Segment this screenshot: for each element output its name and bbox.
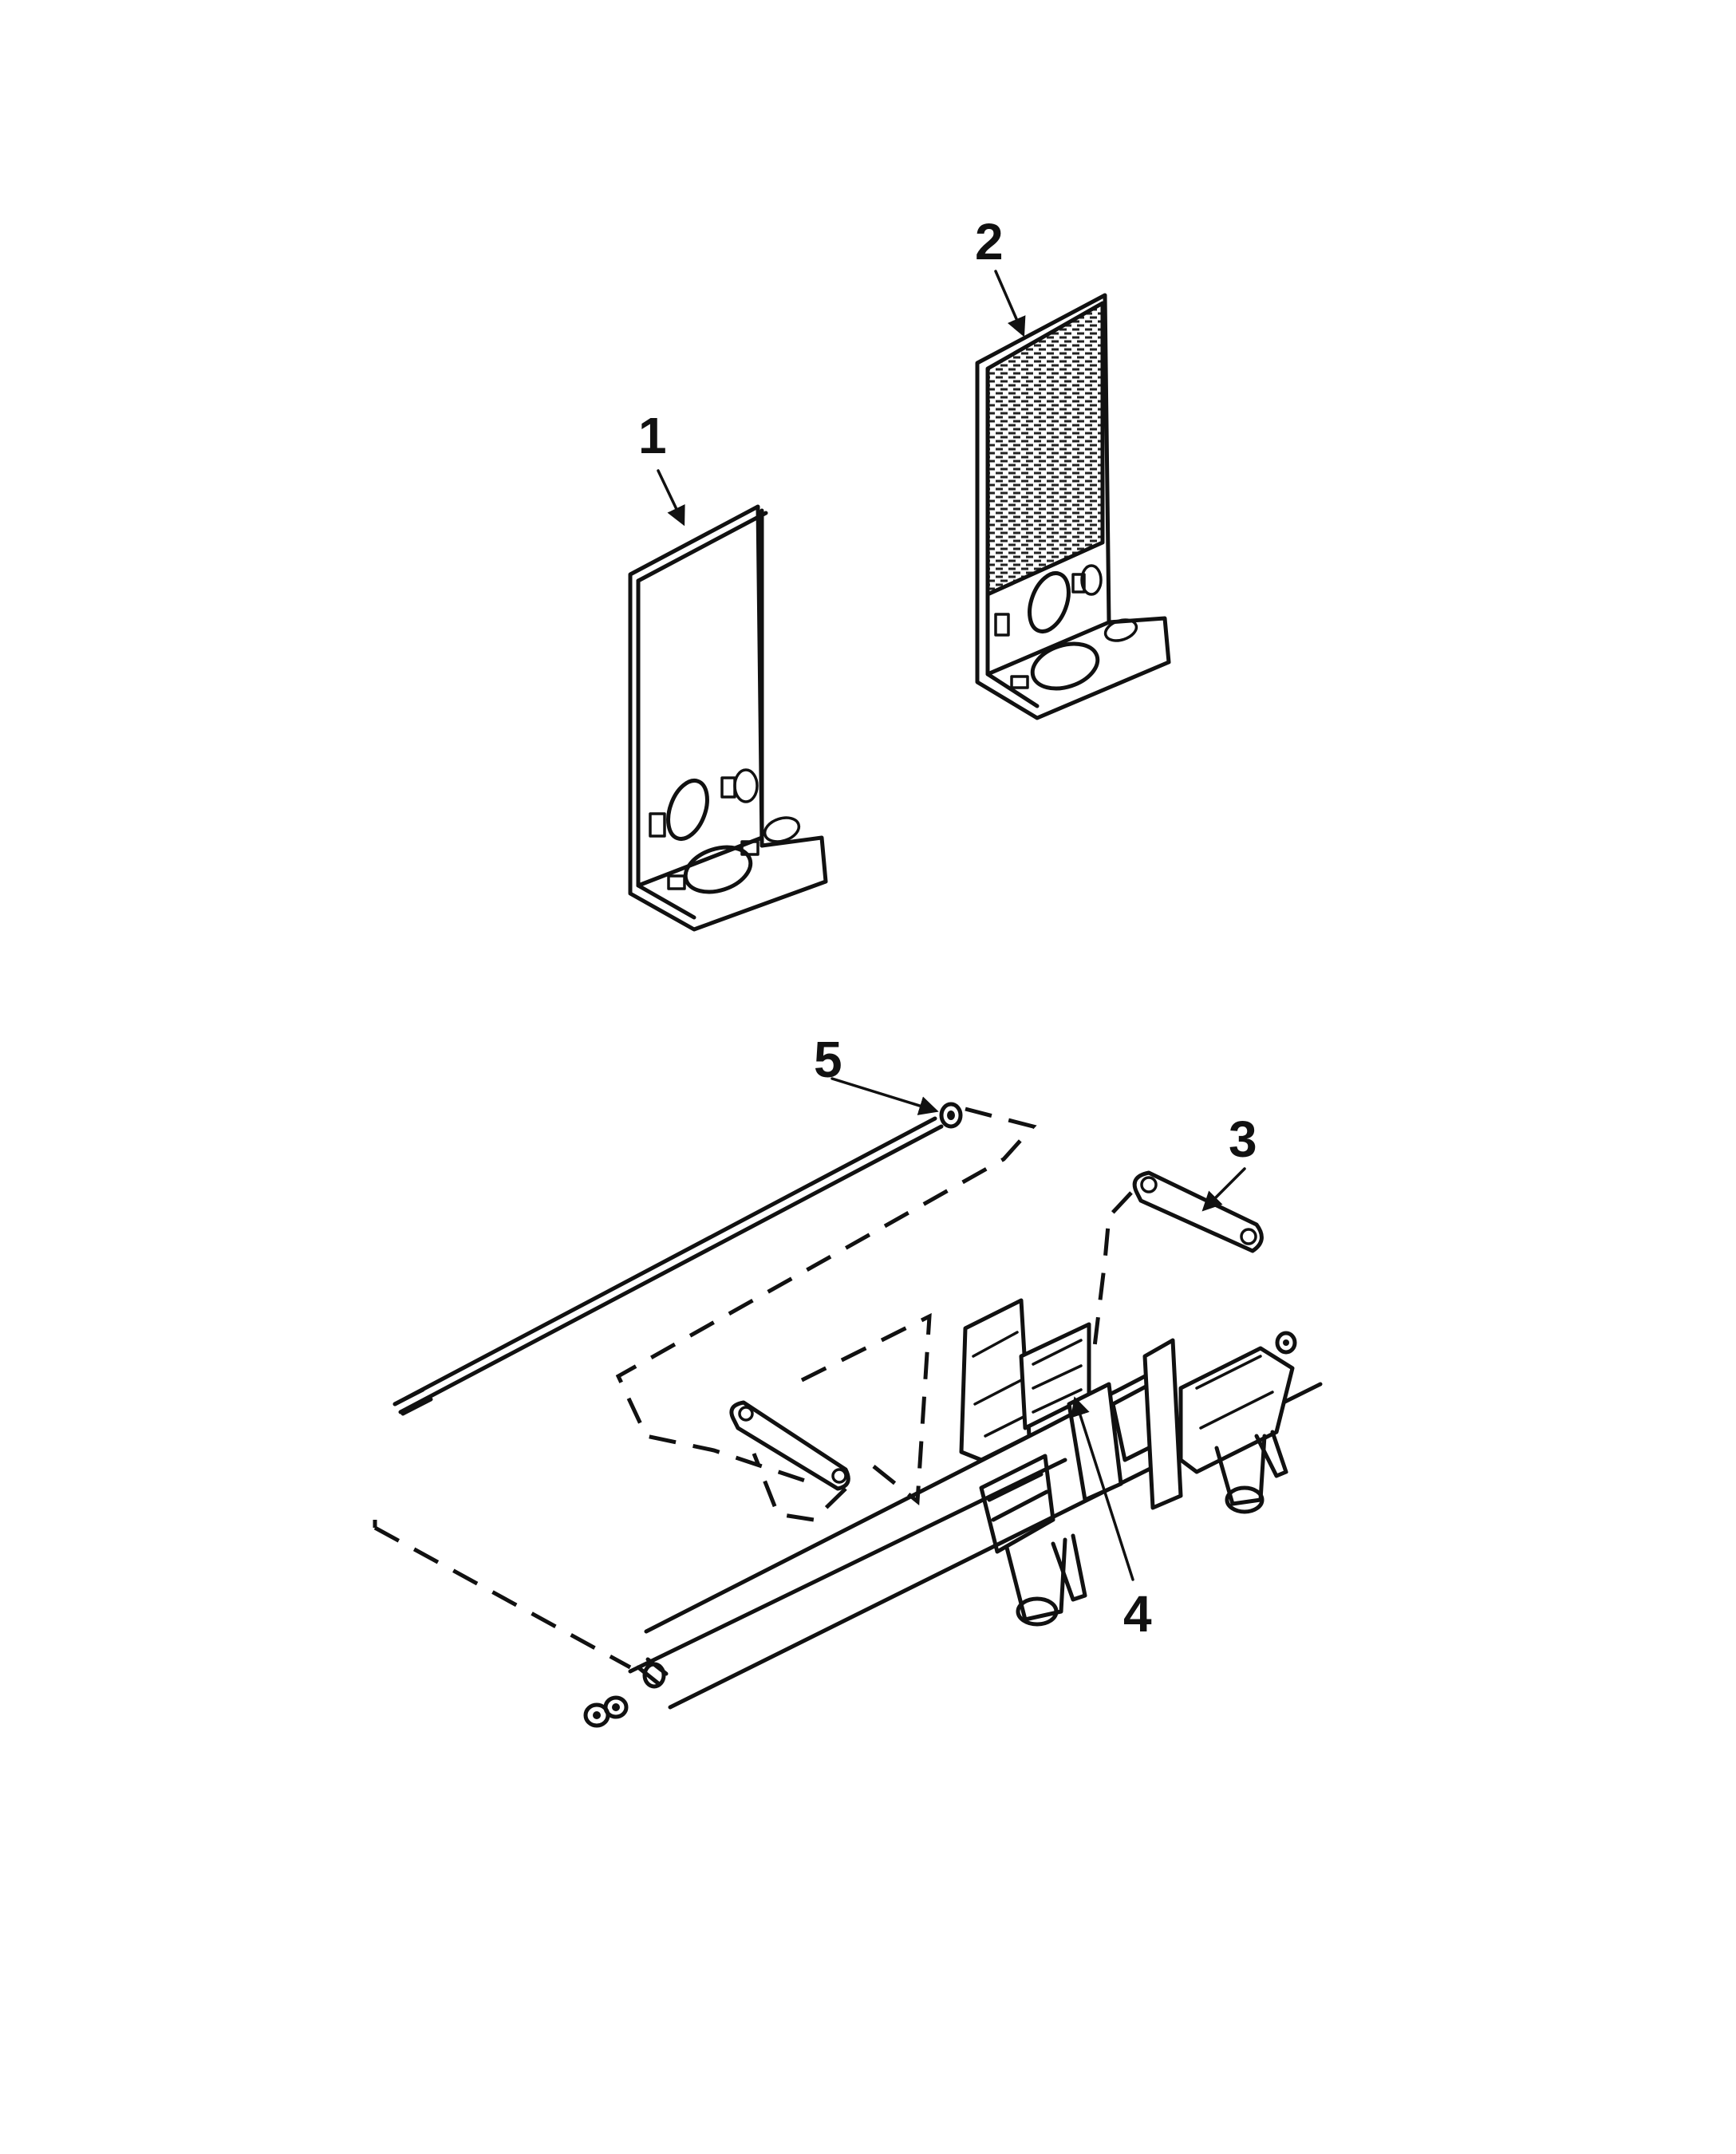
- washer-right: [1275, 1331, 1297, 1355]
- washer-5: [939, 1102, 963, 1129]
- callout-2: 2: [975, 213, 1004, 270]
- callout-5: 5: [814, 1031, 842, 1088]
- callout-4: 4: [1123, 1585, 1152, 1643]
- link-arm-3: [1132, 1170, 1264, 1253]
- hitch-pin: [729, 1400, 850, 1491]
- assembly-lines: [373, 1107, 1133, 1670]
- callout-3: 3: [1229, 1111, 1257, 1168]
- axle-assembly: [628, 1298, 1323, 1710]
- bracket-2: [975, 293, 1171, 720]
- nut-set: [583, 1695, 629, 1728]
- bracket-1: [628, 504, 828, 932]
- callout-leaders: [657, 270, 1246, 1581]
- callout-1: 1: [638, 407, 667, 464]
- rod: [393, 1116, 944, 1416]
